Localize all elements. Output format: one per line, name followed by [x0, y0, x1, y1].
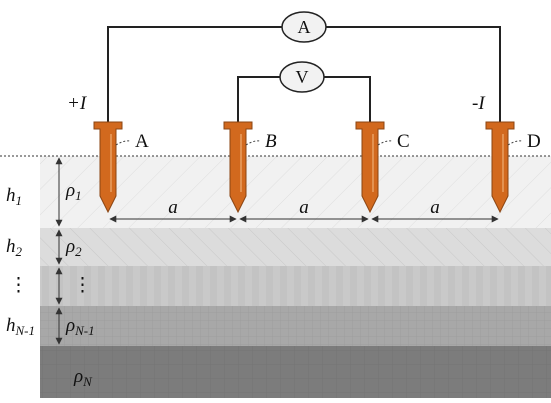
layer-band-1	[40, 156, 551, 228]
current-minus-label: -I	[472, 93, 486, 114]
spacing-ab-label: a	[168, 197, 178, 218]
electrode-b-leader	[245, 140, 261, 146]
layer-2-texture	[40, 228, 551, 266]
layer-2-resistivity-label: ρ2	[65, 236, 82, 259]
electrode-a-label: A	[135, 131, 149, 152]
electrode-d	[485, 121, 523, 214]
voltmeter: V	[279, 61, 325, 93]
layer-1-resistivity-label: ρ1	[65, 180, 82, 203]
spacing-bc-label: a	[299, 197, 309, 218]
current-plus-label: +I	[67, 93, 88, 114]
layer-4-resistivity-label: ρN-1	[65, 315, 95, 338]
layer-5-resistivity-label: ρN	[73, 366, 93, 389]
electrode-b-label: B	[265, 131, 277, 152]
electrode-d-body	[485, 121, 515, 214]
wire-voltmeter-to-c	[324, 76, 371, 122]
layer-4-thickness-label: hN-1	[6, 315, 35, 338]
circuit-wires	[107, 26, 501, 122]
electrode-c	[355, 121, 393, 214]
ammeter-symbol: A	[298, 17, 311, 37]
layer-band-4	[40, 306, 551, 346]
electrode-d-leader	[507, 140, 523, 146]
electrode-c-body	[355, 121, 385, 214]
layer-band-5	[40, 346, 551, 398]
electrode-b-body	[223, 121, 253, 214]
electrode-a	[93, 121, 131, 214]
electrode-c-leader	[377, 140, 393, 146]
layer-1-thickness-label: h1	[6, 185, 22, 208]
layer-3-thickness-label: ⋮	[9, 275, 28, 296]
wire-ammeter-to-d	[326, 26, 501, 122]
layer-3-resistivity-label: ⋮	[73, 275, 92, 296]
voltmeter-circle	[279, 61, 325, 93]
electrode-c-label: C	[397, 131, 410, 152]
layer-3-texture	[40, 266, 551, 306]
layer-band-3	[40, 266, 551, 306]
layer-4-texture	[40, 306, 551, 346]
voltmeter-symbol: V	[296, 67, 309, 87]
electrode-a-body	[93, 121, 123, 214]
layer-band-2	[40, 228, 551, 266]
layer-1-texture	[40, 156, 551, 228]
electrode-d-label: D	[527, 131, 541, 152]
spacing-cd-label: a	[430, 197, 440, 218]
electrodes	[93, 121, 523, 214]
electrode-b	[223, 121, 261, 214]
layer-2-thickness-label: h2	[6, 236, 23, 259]
ammeter: A	[281, 11, 327, 43]
wire-a-to-ammeter	[107, 26, 282, 122]
wire-b-to-voltmeter	[237, 76, 280, 122]
ammeter-circle	[281, 11, 327, 43]
electrode-a-leader	[115, 140, 131, 146]
layer-5-texture	[40, 346, 551, 398]
